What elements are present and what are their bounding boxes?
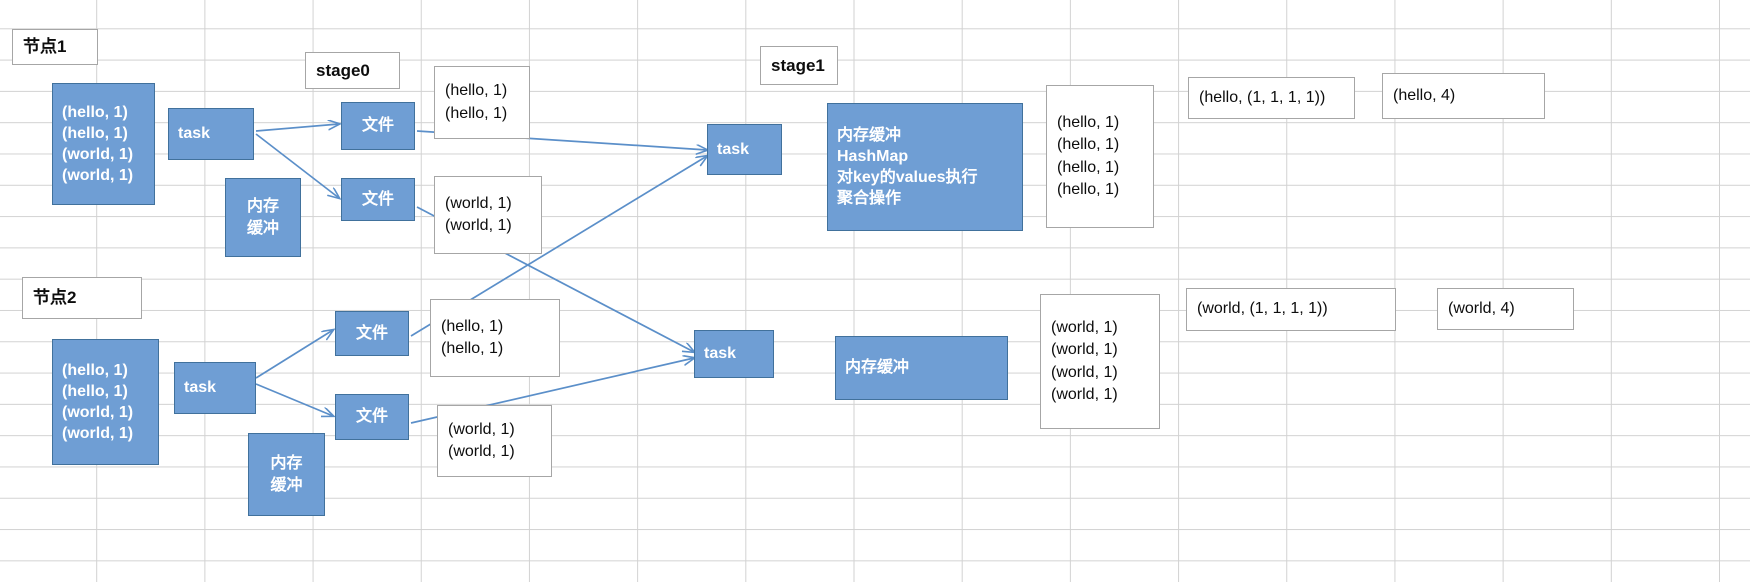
- stage1-label: stage1: [760, 46, 838, 85]
- stage1-top-grouped-record: (hello, (1, 1, 1, 1)): [1188, 77, 1355, 119]
- node2-spill-world: (world, 1) (world, 1): [437, 405, 552, 477]
- arrow-n2-task-to-file-bottom: [255, 383, 333, 416]
- node2-spill-hello: (hello, 1) (hello, 1): [430, 299, 560, 377]
- stage1-bottom-memory-buffer: 内存缓冲: [835, 336, 1008, 400]
- node1-task[interactable]: task: [168, 108, 254, 160]
- stage1-bottom-aggregated-record: (world, 4): [1437, 288, 1574, 330]
- node1-file-bottom[interactable]: 文件: [341, 178, 415, 221]
- node2-file-top[interactable]: 文件: [335, 311, 409, 356]
- node1-spill-world: (world, 1) (world, 1): [434, 176, 542, 254]
- node2-file-bottom[interactable]: 文件: [335, 394, 409, 440]
- node1-spill-hello: (hello, 1) (hello, 1): [434, 66, 530, 139]
- node1-memory-buffer: 内存 缓冲: [225, 178, 301, 257]
- node1-input-records: (hello, 1) (hello, 1) (world, 1) (world,…: [52, 83, 155, 205]
- stage1-top-aggregated-record: (hello, 4): [1382, 73, 1545, 119]
- node1-label: 节点1: [12, 29, 98, 65]
- node1-file-top[interactable]: 文件: [341, 102, 415, 150]
- node2-memory-buffer: 内存 缓冲: [248, 433, 325, 516]
- node2-label: 节点2: [22, 277, 142, 319]
- node2-input-records: (hello, 1) (hello, 1) (world, 1) (world,…: [52, 339, 159, 465]
- stage0-label: stage0: [305, 52, 400, 89]
- node2-task[interactable]: task: [174, 362, 256, 414]
- stage1-top-shuffled-records: (hello, 1) (hello, 1) (hello, 1) (hello,…: [1046, 85, 1154, 228]
- stage1-top-task[interactable]: task: [707, 124, 782, 175]
- arrow-n1-task-to-file-top: [255, 124, 339, 132]
- stage1-top-memory-buffer: 内存缓冲 HashMap 对key的values执行 聚合操作: [827, 103, 1023, 231]
- stage1-bottom-task[interactable]: task: [694, 330, 774, 378]
- stage1-bottom-grouped-record: (world, (1, 1, 1, 1)): [1186, 288, 1396, 331]
- stage1-bottom-shuffled-records: (world, 1) (world, 1) (world, 1) (world,…: [1040, 294, 1160, 429]
- arrow-n2-task-to-file-top: [255, 330, 333, 379]
